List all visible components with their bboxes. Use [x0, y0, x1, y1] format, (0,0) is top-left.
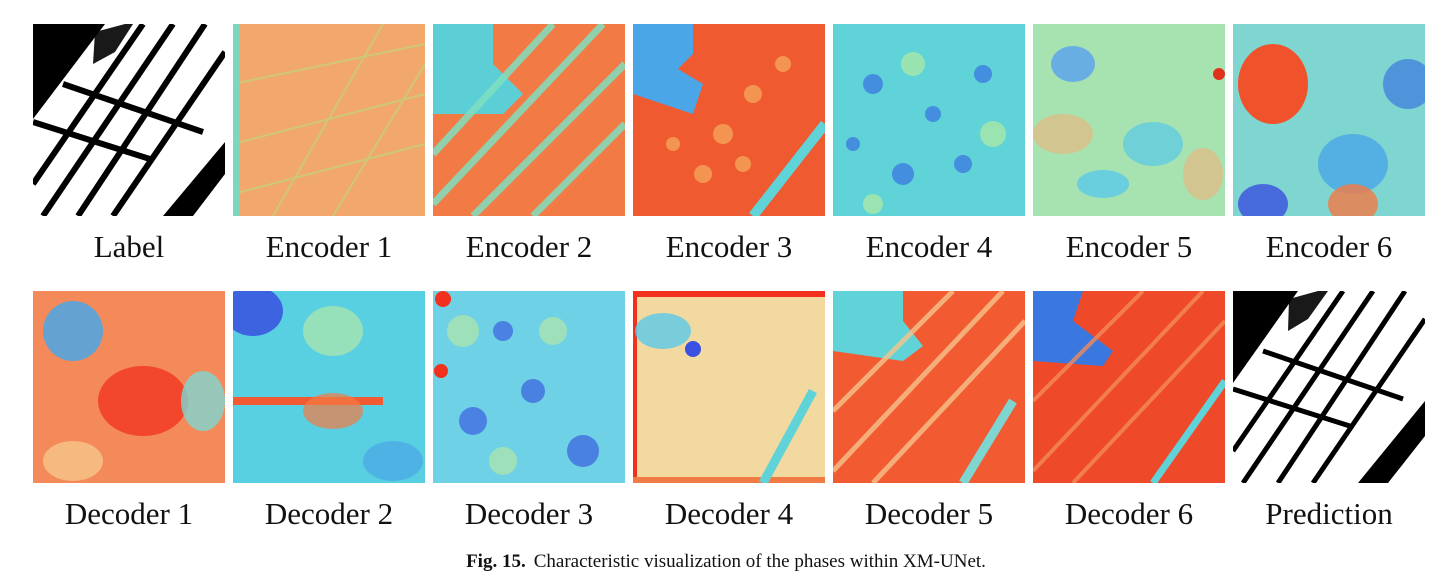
panel-label: Encoder 5 [1065, 229, 1193, 264]
figure-caption: Fig. 15. Characteristic visualization of … [0, 550, 1452, 574]
panel-label: Decoder 3 [464, 496, 594, 531]
panel-label: Decoder 6 [1064, 496, 1194, 531]
panel-label: Decoder 2 [264, 496, 394, 531]
decoder-3-heatmap [433, 291, 625, 483]
panel-label: Prediction [1265, 496, 1393, 531]
panel-label: Encoder 1 [265, 229, 393, 264]
encoder-4-heatmap [833, 24, 1025, 216]
prediction-mask-image [1233, 291, 1425, 483]
panel-label: Encoder 6 [1265, 229, 1393, 264]
encoder-1-heatmap [233, 24, 425, 216]
decoder-2-heatmap [233, 291, 425, 483]
panel-label: Encoder 2 [465, 229, 593, 264]
encoder-2-heatmap [433, 24, 625, 216]
panel-label: Encoder 4 [865, 229, 993, 264]
panel-label: Decoder 4 [664, 496, 794, 531]
encoder-5-heatmap [1033, 24, 1225, 216]
decoder-4-heatmap [633, 291, 825, 483]
label-mask-image [33, 24, 225, 216]
decoder-1-heatmap [33, 291, 225, 483]
caption-text: Characteristic visualization of the phas… [533, 551, 986, 572]
encoder-3-heatmap [633, 24, 825, 216]
encoder-6-heatmap [1233, 24, 1425, 216]
figure-number: Fig. 15. [466, 551, 526, 572]
decoder-6-heatmap [1033, 291, 1225, 483]
panel-label: Encoder 3 [665, 229, 793, 264]
panel-label: Decoder 1 [64, 496, 194, 531]
panel-label: Label [93, 229, 165, 264]
panel-label: Decoder 5 [864, 496, 994, 531]
decoder-5-heatmap [833, 291, 1025, 483]
